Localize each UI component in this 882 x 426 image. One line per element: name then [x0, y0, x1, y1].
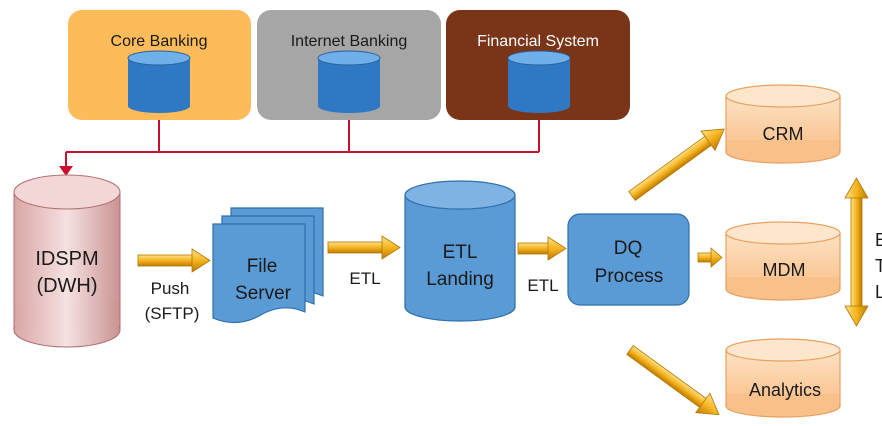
flow-arrow [327, 235, 401, 260]
flow-arrow [137, 248, 211, 273]
file-server-documents: File Server [212, 207, 324, 324]
analytics-cylinder: Analytics [725, 338, 841, 418]
source-internet-banking: Internet Banking [257, 10, 441, 120]
crm-label: CRM [763, 124, 804, 144]
double-arrow [844, 177, 869, 327]
connector-arrowhead [59, 166, 73, 176]
etl-landing-cylinder: ETL Landing [404, 180, 516, 322]
dwh-label-line1: IDSPM [35, 248, 98, 270]
dq-process-box: DQ Process [567, 213, 690, 306]
flow-arrow [697, 247, 723, 268]
source-financial-system: Financial System [446, 10, 630, 120]
source-label: Core Banking [111, 33, 208, 50]
mdm-label: MDM [763, 260, 806, 280]
database-icon [507, 50, 571, 113]
flow-arrow [626, 344, 720, 416]
etl-label-2: ETL [527, 276, 558, 295]
dwh-cylinder: IDSPM (DWH) [13, 174, 121, 348]
analytics-label: Analytics [749, 380, 821, 400]
dq-label-line1: DQ [614, 238, 643, 259]
source-connector [65, 120, 540, 168]
flow-arrow [517, 236, 567, 261]
source-core-banking: Core Banking [68, 10, 251, 120]
etl-landing-label-line1: ETL [443, 242, 478, 263]
push-label-line1: Push [151, 279, 190, 298]
dq-label-line2: Process [595, 266, 664, 287]
database-icon [127, 50, 191, 113]
etl-label-1: ETL [349, 269, 380, 288]
etl-landing-label-line2: Landing [426, 269, 494, 290]
flow-arrow [628, 128, 725, 202]
database-icon [317, 50, 381, 113]
dwh-label-line2: (DWH) [36, 275, 97, 297]
push-label-line2: (SFTP) [145, 304, 200, 323]
source-label: Internet Banking [291, 33, 408, 50]
side-letter: T [875, 256, 882, 276]
crm-cylinder: CRM [725, 84, 841, 164]
mdm-cylinder: MDM [725, 221, 841, 301]
side-letter: E [875, 230, 882, 250]
source-label: Financial System [477, 33, 599, 50]
file-server-label-line2: Server [235, 283, 292, 304]
side-letter: L [875, 282, 882, 302]
file-server-label-line1: File [247, 256, 278, 277]
